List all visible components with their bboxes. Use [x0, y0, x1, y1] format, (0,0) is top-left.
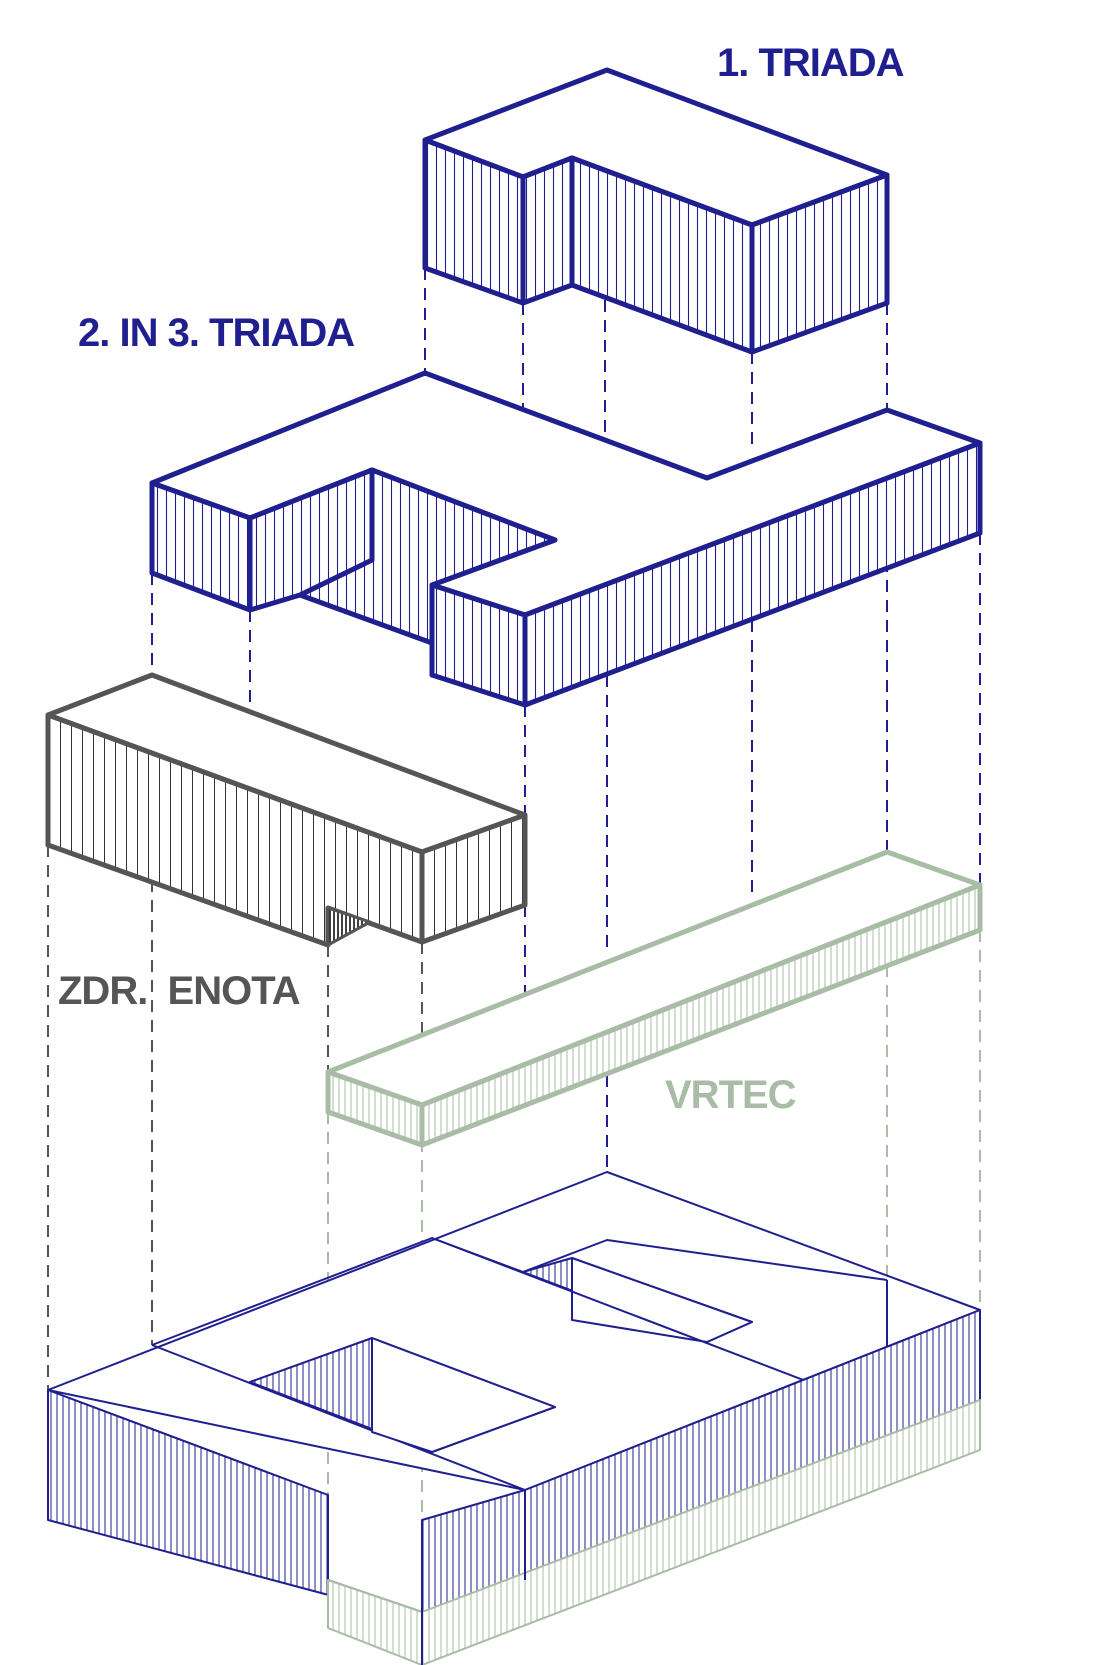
- block-kindergarten: [325, 849, 983, 1148]
- block-triad-1: [422, 67, 890, 355]
- block-triad-2-3: [149, 370, 983, 708]
- triad23-wall-left: [149, 480, 253, 613]
- triad1-wall-b: [520, 155, 575, 306]
- label-kindergarten: VRTEC: [665, 1073, 796, 1117]
- ground-courtyard-1-floor: [371, 1337, 556, 1453]
- block-ground-floor: [47, 1171, 981, 1665]
- label-health-unit: ZDR. ENOTA: [58, 969, 300, 1013]
- block-health-unit: [45, 672, 528, 948]
- label-triad-1: 1. TRIADA: [717, 41, 904, 85]
- triad23-wall-long: [522, 440, 983, 708]
- projection-lines-middle: [151, 533, 981, 1172]
- triad1-wall-d: [749, 172, 890, 355]
- health-wall-end: [419, 812, 528, 945]
- health-entrance: [326, 906, 372, 947]
- kindergarten-wall-long: [419, 882, 983, 1148]
- label-triad-2-3: 2. IN 3. TRIADA: [78, 311, 354, 355]
- ground-courtyard-2-floor: [571, 1257, 753, 1343]
- projection-lines-top: [424, 268, 888, 450]
